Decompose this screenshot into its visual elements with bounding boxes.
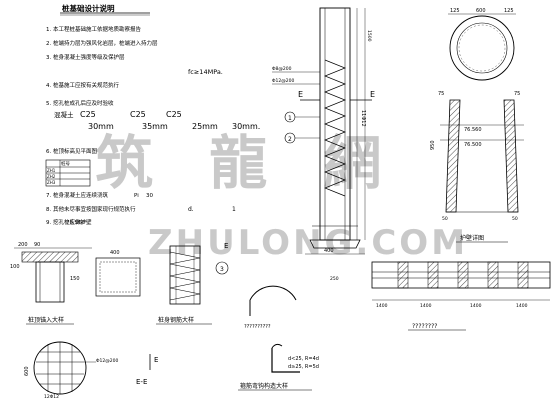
note-6: 6. 桩顶标高见平面图 <box>46 147 97 155</box>
concrete-label: 混凝土 <box>54 110 74 119</box>
table-row-3: ZH3 <box>47 180 56 185</box>
concrete-c25-a: C25 <box>80 110 96 119</box>
section-mark-e2: E <box>370 90 375 99</box>
lap-rule-1: d<25, R=4d <box>288 356 319 362</box>
guard-elev-top: 76.560 <box>464 127 482 133</box>
note-2: 2. 桩端持力层为强风化岩层，桩端进入持力层 <box>46 39 158 47</box>
concrete-c25-c: C25 <box>166 110 182 119</box>
anchor-dim-200: 200 <box>18 242 28 248</box>
note-3: 3. 桩身混凝土强度等级及保护层 <box>46 53 125 61</box>
callout-2: 2 <box>288 136 292 143</box>
section-mark-e1: E <box>298 90 303 99</box>
note-1: 1. 本工程桩基础施工依据地质勘察报告 <box>46 25 141 33</box>
note-4: 4. 桩基施工应按有关规范执行 <box>46 81 119 89</box>
note-p30: 30 <box>146 193 153 199</box>
anchor-dim-100: 100 <box>10 264 20 270</box>
section-spec: 12Φ12 <box>44 394 59 400</box>
hook-detail: d<25, R=4d d≥25, R=5d 箍筋弯钩构造大样 <box>238 343 319 391</box>
bend-detail: 3 ?????????? E <box>215 242 297 330</box>
guard-elev-bot: 76.500 <box>464 142 482 148</box>
section-dim: 600 <box>24 366 30 376</box>
guard-detail: 125 600 125 75 75 76.560 76.500 950 50 5… <box>430 8 524 243</box>
guard-dim-w1: 50 <box>442 216 448 222</box>
table-row-2: ZH2 <box>47 174 56 179</box>
cover-35: 35mm <box>142 122 168 131</box>
bottom-bars: 1400 1400 1400 1400 ???????? 250 <box>330 261 551 331</box>
anchor-dim-90: 90 <box>34 242 40 248</box>
elev-spec-1: 11Φ12 <box>360 110 366 127</box>
caption-cage: 桩身钢筋大样 <box>158 316 194 324</box>
caption-guard: 护壁详图 <box>460 234 484 242</box>
pile-elevation: 11Φ12 Φ8@200 Φ12@200 E E 1 2 400 1500 <box>272 7 375 255</box>
concrete-c25-b: C25 <box>130 110 146 119</box>
dim-top-2: 600 <box>476 8 486 14</box>
dim-guard-r: 75 <box>514 91 520 97</box>
caption-hook: 箍筋弯钩构造大样 <box>240 382 288 390</box>
design-notes: 桩基础设计说明 1. 本工程桩基础施工依据地质勘察报告 2. 桩端持力层为强风化… <box>45 3 260 226</box>
steel-cage-detail: 桩身钢筋大样 <box>156 245 212 325</box>
bars-dim-4: 1400 <box>516 303 528 309</box>
table-row-1: ZH1 <box>47 168 56 173</box>
guard-dim-w2: 50 <box>512 216 518 222</box>
note-9: 9. 挖孔桩应做护壁 <box>46 218 92 226</box>
note-d: d. <box>188 206 194 213</box>
ee-marker: E E-E <box>136 354 158 386</box>
guard-dim-h: 950 <box>430 140 436 150</box>
note-7: 7. 桩身混凝土应连续浇筑 <box>46 191 108 199</box>
caption-ee: E-E <box>136 378 147 386</box>
bars-q: ???????? <box>412 323 437 330</box>
section-spec-2: Φ12@200 <box>96 358 118 364</box>
note-8: 8. 其他未尽事宜按国家现行规范执行 <box>46 205 136 213</box>
caption-anchor: 桩顶锚入大样 <box>28 316 64 324</box>
elev-spec-2: Φ8@200 <box>272 66 292 72</box>
anchor-detail: 200 90 150 100 桩顶锚入大样 <box>10 242 92 325</box>
notes-title: 桩基础设计说明 <box>62 3 115 13</box>
lap-rule-2: d≥25, R=5d <box>288 364 319 370</box>
bars-dim-2: 1400 <box>420 303 432 309</box>
elev-width: 400 <box>324 248 334 254</box>
pile-table: 桩号 ZH1 ZH2 ZH3 <box>45 159 91 187</box>
note-one: 1 <box>232 206 236 213</box>
anchor-dim-150: 150 <box>70 276 80 282</box>
callout-1: 1 <box>288 115 292 122</box>
cap-plan: 400 <box>95 250 141 297</box>
section-mark-e3: E <box>224 242 228 250</box>
cover-25: 25mm <box>192 122 218 131</box>
cover-30b: 30mm. <box>232 122 260 131</box>
callout-3: 3 <box>220 266 224 273</box>
elev-dim-1: 1500 <box>366 30 372 42</box>
watermark-en: ZHULONG.COM <box>148 223 468 263</box>
dim-top-1: 125 <box>450 8 460 14</box>
section-mark-e4: E <box>154 356 158 364</box>
note-elev: 76.560 <box>66 220 86 226</box>
dim-top-3: 125 <box>504 8 514 14</box>
table-header: 桩号 <box>61 160 70 167</box>
bars-dim-3: 1400 <box>470 303 482 309</box>
bars-dim-1: 1400 <box>376 303 388 309</box>
note-pi: Pi <box>134 193 139 199</box>
note-5: 5. 挖孔桩成孔后应及时验收 <box>46 99 114 107</box>
dim-guard-l: 75 <box>438 91 444 97</box>
pile-section: 600 12Φ12 Φ12@200 <box>24 341 118 400</box>
bars-dim-side: 250 <box>330 276 339 282</box>
note-strength: fc≥14MPa. <box>188 68 223 76</box>
cover-30: 30mm <box>88 122 114 131</box>
elev-spec-3: Φ12@200 <box>272 78 294 84</box>
watermark-cn: 筑 龍 網 <box>95 129 399 197</box>
cap-dim: 400 <box>110 250 120 256</box>
bend-q: ?????????? <box>244 324 271 330</box>
